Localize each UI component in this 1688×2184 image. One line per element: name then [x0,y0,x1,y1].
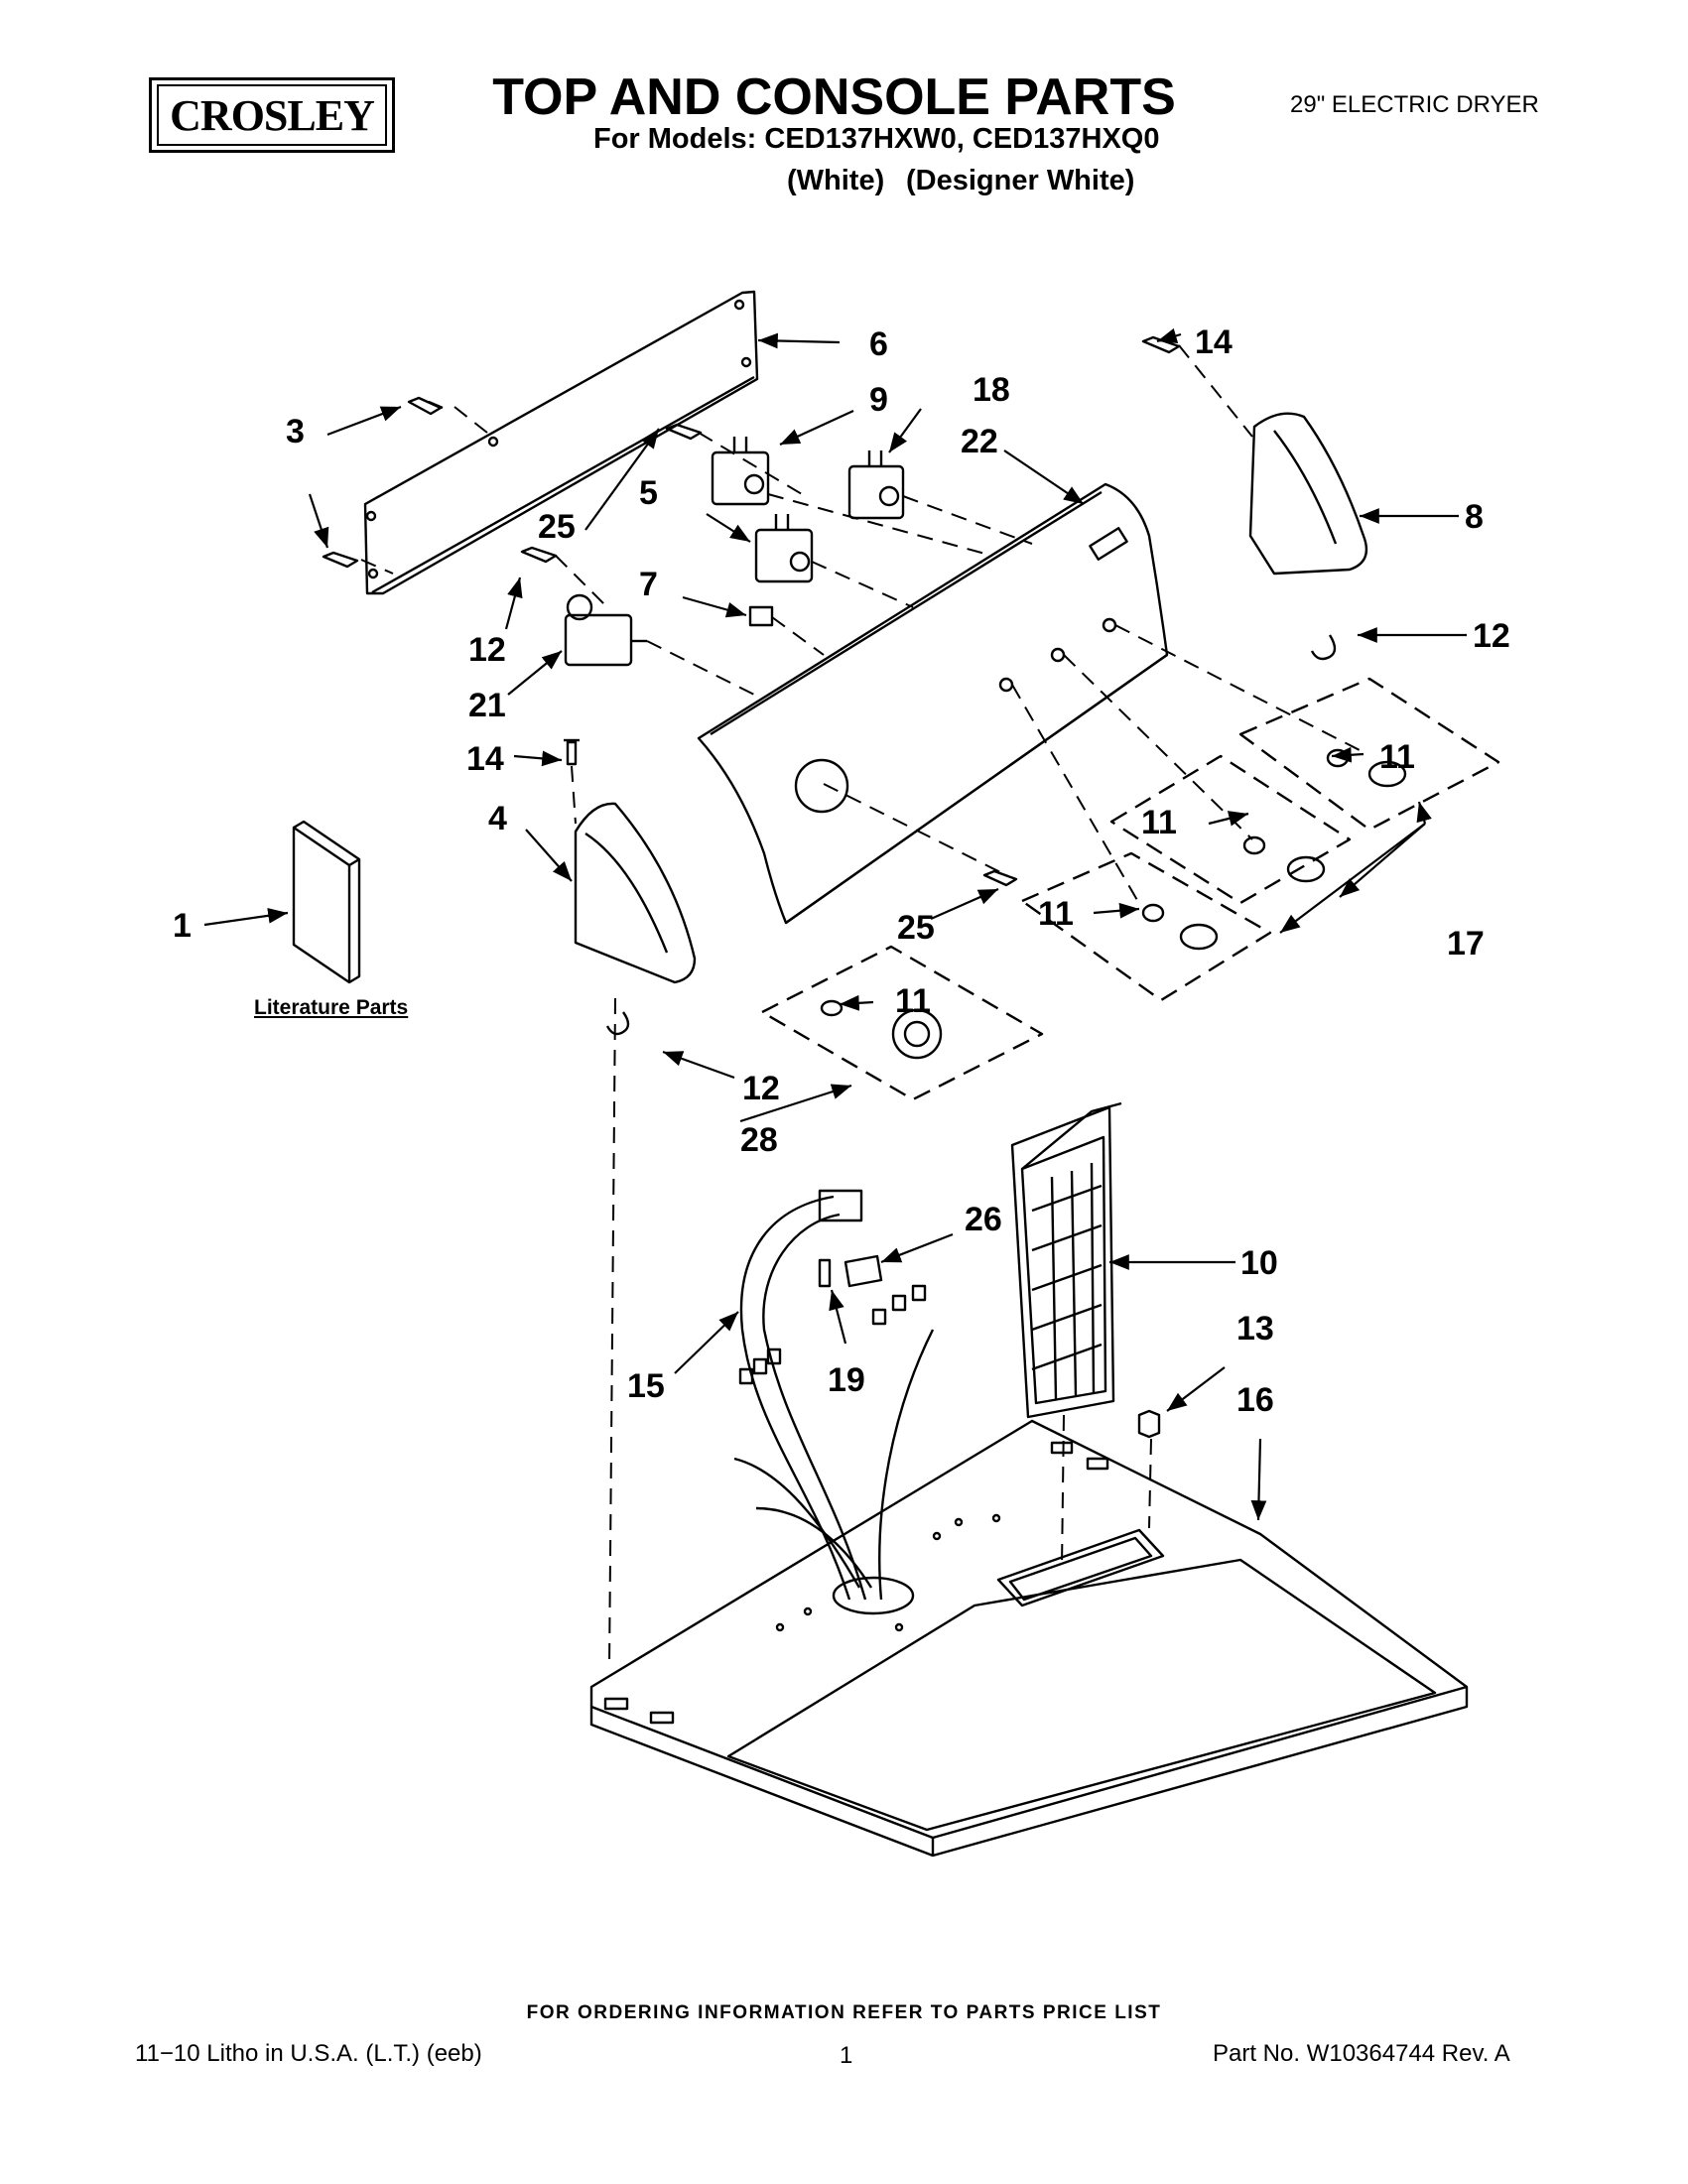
callout-21: 21 [468,687,506,724]
literature-parts-label: Literature Parts [254,996,409,1019]
callout-6: 6 [869,325,888,363]
knob-group-timer [760,945,1044,1101]
brand-logo-text: CROSLEY [157,84,387,146]
callout-11-low: 11 [1038,895,1074,933]
end-cap-4 [574,802,697,1036]
clip-7 [748,605,774,627]
screw-25b [982,869,1018,887]
page-title-text: TOP AND CONSOLE PARTS [492,68,1176,126]
page-title: TOP AND CONSOLE PARTS [0,67,1688,127]
callout-7: 7 [639,566,658,603]
callout-11-top: 11 [1379,738,1415,776]
switch-5 [754,514,814,583]
product-type: 29" ELECTRIC DRYER [1290,91,1539,118]
callout-10: 10 [1240,1244,1278,1282]
part-number: Part No. W10364744 Rev. A [1213,2040,1510,2067]
page-number: 1 [840,2042,853,2069]
brand-logo: CROSLEY [149,77,395,153]
callout-17: 17 [1447,925,1485,963]
variant-designer-white: (Designer White) [906,165,1135,196]
screw-3a [407,396,444,416]
callout-9: 9 [869,381,888,419]
wire-harness-15 [733,1189,935,1601]
knob-group-low [1020,851,1272,1002]
callout-14-left: 14 [466,740,504,778]
callout-8: 8 [1465,498,1484,536]
knob-group-top [1238,677,1500,832]
top-panel-16 [589,1419,1469,1858]
knob-group-mid [1109,754,1352,905]
ordering-note: FOR ORDERING INFORMATION REFER TO PARTS … [526,2002,1162,2023]
dashed-assembly-lines [360,344,1361,1668]
callout-3: 3 [286,413,305,450]
console-panel-22 [697,482,1169,925]
part-bracket-6 [363,290,759,595]
switch-18 [847,450,905,520]
callout-15: 15 [627,1367,665,1405]
screw-3b [322,551,359,569]
lint-screen-10 [1010,1101,1122,1419]
callout-26: 26 [965,1201,1002,1238]
callout-22: 22 [961,423,998,460]
literature-book-1 [292,820,361,984]
switch-9 [711,437,770,506]
screw-19 [818,1258,832,1288]
screw-25a [665,423,703,441]
screw-12-left [520,546,558,564]
callout-11-timer: 11 [895,982,931,1020]
callout-5: 5 [639,474,658,512]
end-cap-8 [1248,412,1368,661]
models-line: For Models: CED137HXW0, CED137HXQ0 [593,123,1160,155]
callout-1: 1 [173,907,192,945]
callout-13: 13 [1236,1310,1274,1348]
callout-12-right: 12 [1473,617,1510,655]
callout-18: 18 [973,371,1010,409]
knob-2 [1242,835,1326,883]
callout-19: 19 [828,1361,865,1399]
callout-25-top: 25 [538,508,576,546]
screw-13 [1137,1409,1161,1439]
print-info: 11−10 Litho in U.S.A. (L.T.) (eeb) [135,2040,482,2067]
timer-21 [564,593,647,667]
callout-arrows [203,327,1467,1521]
callout-16: 16 [1236,1381,1274,1419]
callout-12-left: 12 [468,631,506,669]
screw-14-left [564,738,580,766]
callout-14-right: 14 [1195,323,1233,361]
knob-3 [1141,903,1219,951]
wire-clip-26 [844,1254,883,1288]
callout-28: 28 [740,1121,778,1159]
variant-white: (White) [787,165,885,196]
callout-12-bottom: 12 [742,1070,780,1107]
callout-11-mid: 11 [1141,804,1177,841]
callout-25-bottom: 25 [897,909,935,947]
callout-4: 4 [488,800,507,837]
